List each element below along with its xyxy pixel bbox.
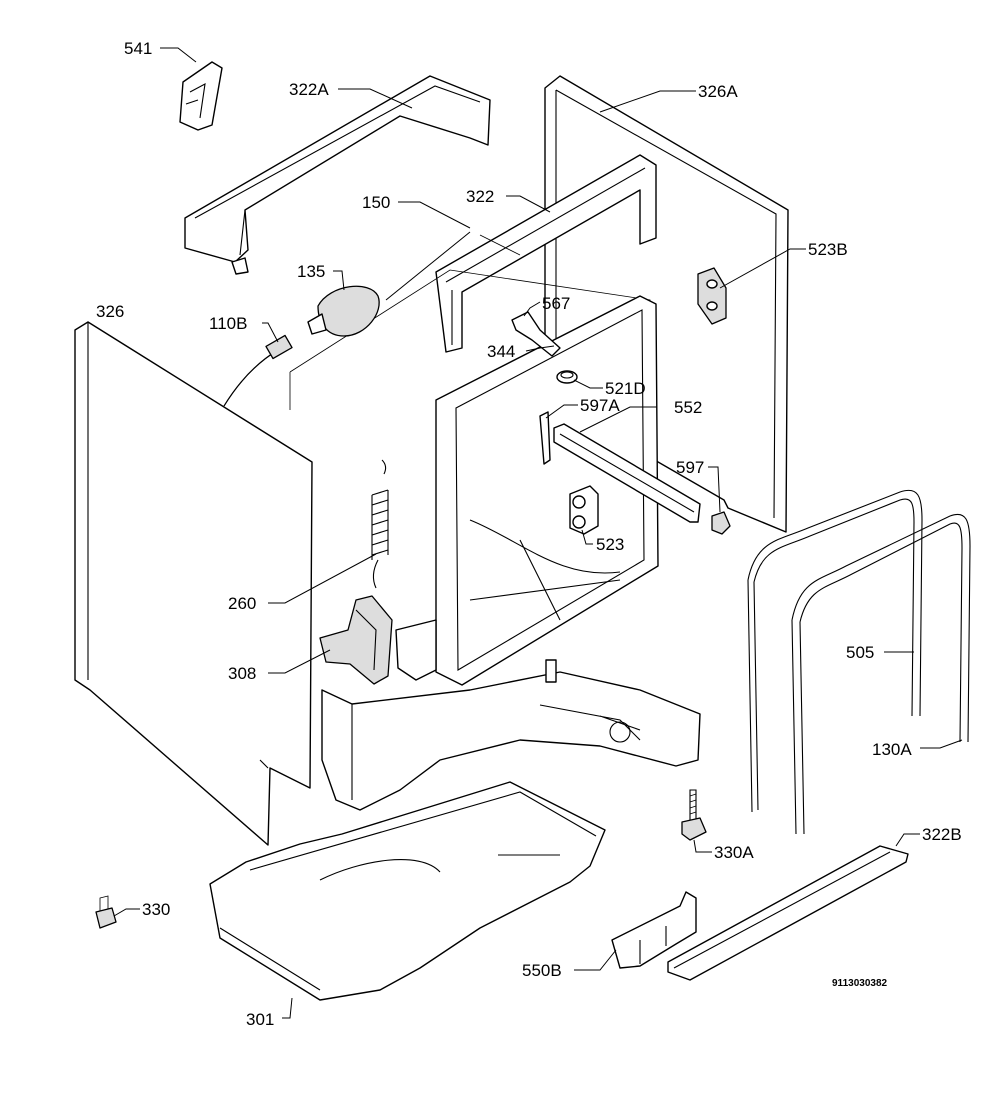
label-521d: 521D [605, 379, 646, 398]
label-150: 150 [362, 193, 390, 212]
label-597: 597 [676, 458, 704, 477]
part-260-spring [371, 459, 389, 589]
part-505-seal [747, 489, 923, 813]
label-541: 541 [124, 39, 152, 58]
label-130a: 130A [872, 740, 912, 759]
part-330a-foot [681, 789, 707, 841]
part-523-bracket [569, 485, 599, 535]
part-322b-strip [667, 845, 909, 981]
part-322a-rail [184, 75, 491, 275]
label-322: 322 [466, 187, 494, 206]
part-base-frame [321, 659, 701, 811]
label-344: 344 [487, 342, 515, 361]
label-322b: 322B [922, 825, 962, 844]
part-521d-plug [556, 370, 578, 384]
label-597a: 597A [580, 396, 620, 415]
label-523: 523 [596, 535, 624, 554]
part-326-side-panel [74, 321, 313, 846]
label-330a: 330A [714, 843, 754, 862]
drawing-code: 9113030382 [832, 978, 888, 989]
part-330-screw [95, 895, 117, 929]
label-523b: 523B [808, 240, 848, 259]
label-301: 301 [246, 1010, 274, 1029]
part-301-tray [209, 781, 606, 1001]
part-labels: 541 322A 326A 150 322 523B 135 326 110B … [96, 39, 962, 1029]
part-541-clip [179, 61, 223, 131]
leader-lines [113, 47, 963, 1019]
label-567: 567 [542, 294, 570, 313]
label-308: 308 [228, 664, 256, 683]
part-597-clip [711, 511, 731, 535]
label-135: 135 [297, 262, 325, 281]
part-567-344-clip [511, 311, 561, 357]
part-523b-grommet [697, 267, 727, 325]
part-110b-hose [223, 334, 293, 407]
label-260: 260 [228, 594, 256, 613]
part-597a-pin [539, 411, 551, 465]
label-322a: 322A [289, 80, 329, 99]
part-130a-seal [791, 513, 971, 835]
part-552-rail [553, 423, 701, 523]
label-552: 552 [674, 398, 702, 417]
part-550b-bracket [611, 891, 697, 969]
label-550b: 550B [522, 961, 562, 980]
part-308-hinge [319, 595, 393, 685]
label-326a: 326A [698, 82, 738, 101]
label-326: 326 [96, 302, 124, 321]
label-110b: 110B [209, 314, 247, 333]
part-150-tub [289, 234, 659, 686]
label-505: 505 [846, 643, 874, 662]
label-330: 330 [142, 900, 170, 919]
part-135-cap [307, 285, 380, 337]
part-322-frame-rail [435, 154, 657, 353]
